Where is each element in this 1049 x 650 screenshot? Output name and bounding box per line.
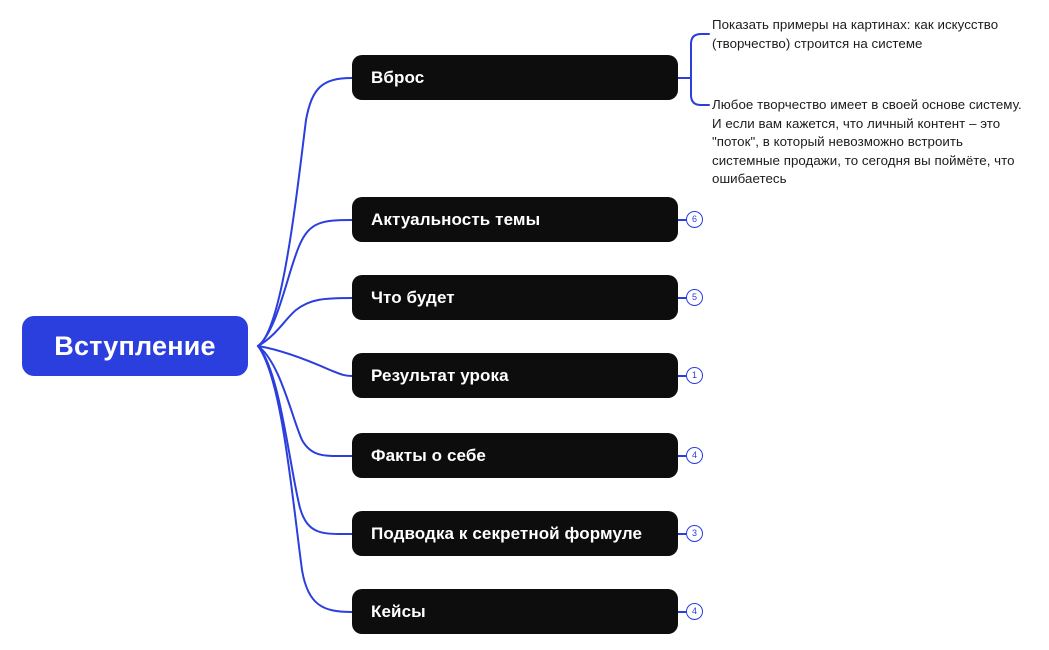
connector-to-rezultat <box>257 345 353 377</box>
root-node[interactable]: Вступление <box>22 316 248 376</box>
leaf-text-vbros-1: Показать примеры на картинах: как искусс… <box>712 17 999 51</box>
connector-to-aktualnost <box>257 219 353 347</box>
connector-to-podvodka <box>257 345 353 536</box>
branch-node-keysy[interactable]: Кейсы <box>352 589 678 634</box>
badge-keysy[interactable]: 4 <box>686 603 703 620</box>
branch-node-label: Факты о себе <box>371 446 486 465</box>
branch-node-vbros[interactable]: Вброс <box>352 55 678 100</box>
branch-node-label: Кейсы <box>371 602 426 621</box>
branch-node-rezultat-uroka[interactable]: Результат урока <box>352 353 678 398</box>
badge-podvodka[interactable]: 3 <box>686 525 703 542</box>
badge-aktualnost-temy[interactable]: 6 <box>686 211 703 228</box>
badge-count: 4 <box>691 606 697 616</box>
leaf-text-vbros-2: Любое творчество имеет в своей основе си… <box>712 97 1022 186</box>
branch-node-label: Подводка к секретной формуле <box>371 524 643 543</box>
branch-node-podvodka[interactable]: Подводка к секретной формуле <box>352 511 678 556</box>
branch-node-fakty-o-sebe[interactable]: Факты о себе <box>352 433 678 478</box>
badge-count: 3 <box>691 528 697 538</box>
branch-node-label: Результат урока <box>371 366 509 385</box>
badge-count: 1 <box>691 370 697 380</box>
branch-node-aktualnost-temy[interactable]: Актуальность темы <box>352 197 678 242</box>
branch-node-chto-budet[interactable]: Что будет <box>352 275 678 320</box>
badge-rezultat-uroka[interactable]: 1 <box>686 367 703 384</box>
badge-chto-budet[interactable]: 5 <box>686 289 703 306</box>
branch-node-label: Актуальность темы <box>371 210 541 229</box>
badge-count: 4 <box>691 450 697 460</box>
connector-to-keysy <box>257 345 353 613</box>
vbros-bracket-to-leaf-1 <box>690 33 710 79</box>
root-node-label: Вступление <box>54 330 216 361</box>
badge-count: 5 <box>691 292 697 302</box>
branch-node-label: Что будет <box>371 288 455 307</box>
badge-count: 6 <box>691 214 697 224</box>
connector-to-chto-budet <box>257 297 353 347</box>
connector-to-vbros <box>257 77 353 347</box>
connector-to-fakty <box>257 345 353 458</box>
badge-fakty-o-sebe[interactable]: 4 <box>686 447 703 464</box>
vbros-bracket-to-leaf-2 <box>690 77 710 106</box>
branch-node-label: Вброс <box>371 68 425 87</box>
